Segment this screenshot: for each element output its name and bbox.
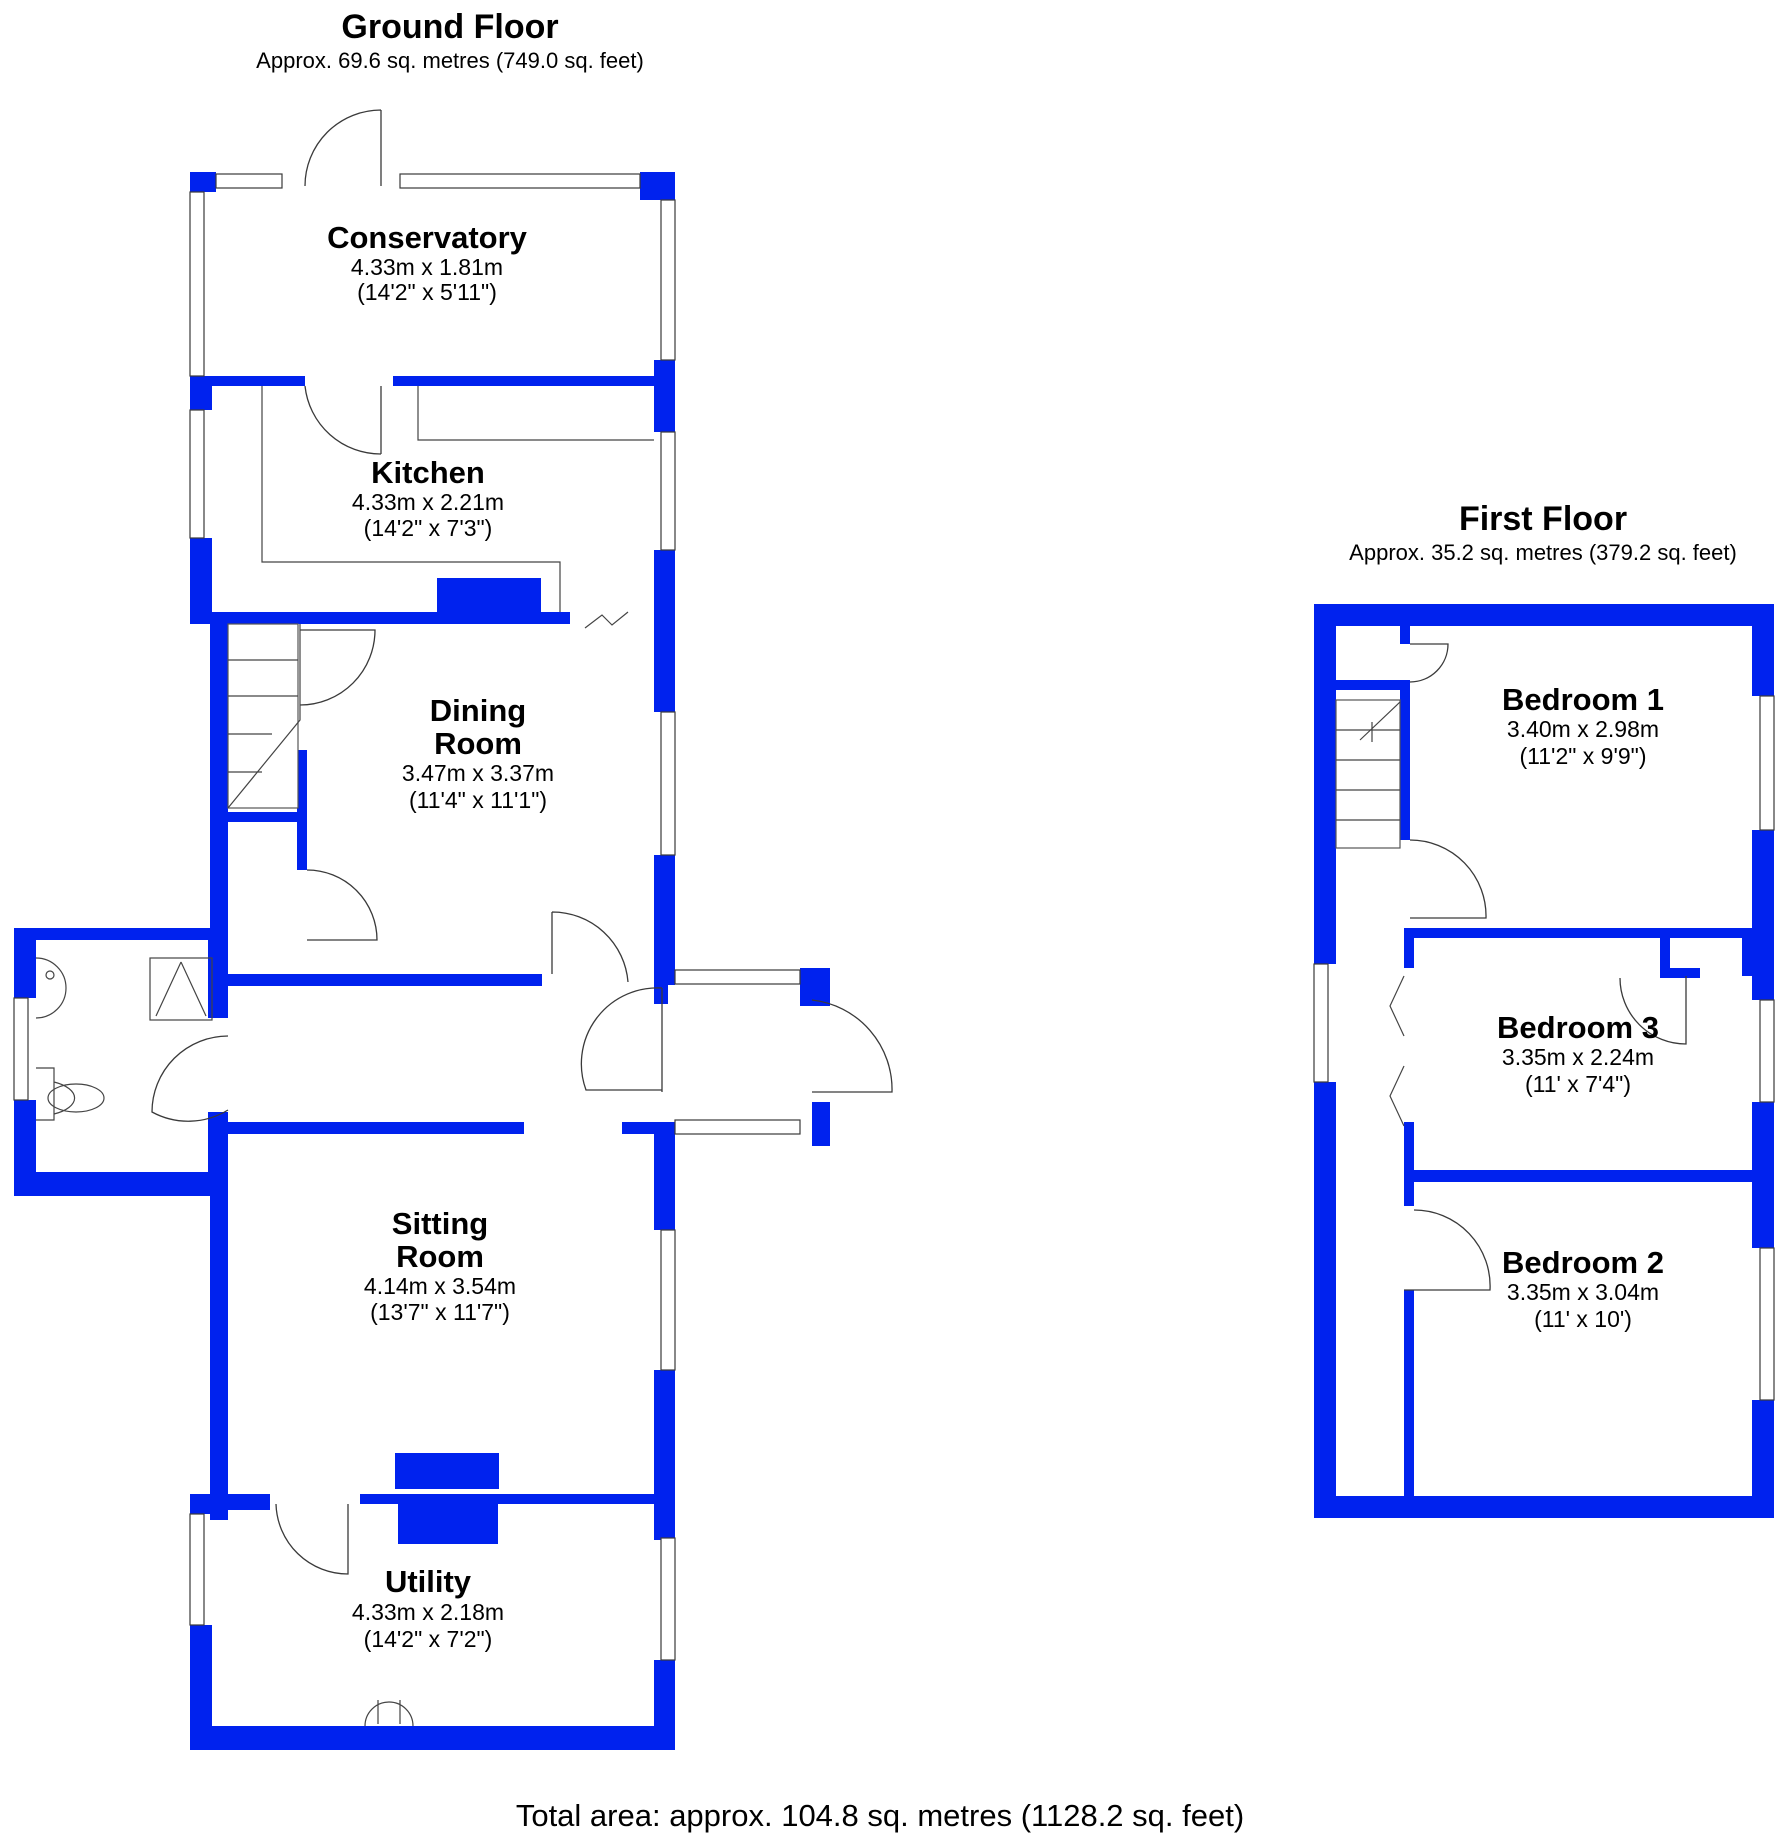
room-dim-utility-ft: (14'2" x 7'2") — [364, 1626, 493, 1652]
first-floor-area: Approx. 35.2 sq. metres (379.2 sq. feet) — [1349, 540, 1737, 565]
room-dim-dining-m: 3.47m x 3.37m — [402, 760, 554, 786]
room-dim-bedroom-2-ft: (11' x 10') — [1534, 1306, 1632, 1332]
room-dim-bedroom-3-m: 3.35m x 2.24m — [1502, 1044, 1654, 1070]
room-dim-bedroom-1-m: 3.40m x 2.98m — [1507, 716, 1659, 742]
first-floor-plan — [1313, 604, 1775, 1518]
ground-floor-area: Approx. 69.6 sq. metres (749.0 sq. feet) — [256, 48, 644, 73]
ground-floor-title: Ground Floor — [341, 8, 558, 46]
room-dim-bedroom-2-m: 3.35m x 3.04m — [1507, 1279, 1659, 1305]
room-name-dining-line2: Room — [434, 726, 522, 761]
room-dim-kitchen-ft: (14'2" x 7'3") — [364, 515, 493, 541]
room-name-bedroom-3: Bedroom 3 — [1497, 1010, 1659, 1045]
room-name-bedroom-1: Bedroom 1 — [1502, 682, 1664, 717]
room-dim-bedroom-1-ft: (11'2" x 9'9") — [1520, 743, 1647, 769]
room-dim-dining-ft: (11'4" x 11'1") — [409, 787, 547, 813]
room-name-dining-line1: Dining — [430, 693, 526, 728]
room-name-sitting-line2: Room — [396, 1239, 484, 1274]
ground-floor-plan — [13, 109, 893, 1750]
room-dim-sitting-m: 4.14m x 3.54m — [364, 1273, 516, 1299]
room-dim-sitting-ft: (13'7" x 11'7") — [370, 1299, 510, 1325]
room-dim-conservatory-m: 4.33m x 1.81m — [351, 254, 503, 280]
room-name-utility: Utility — [385, 1564, 472, 1599]
room-name-kitchen: Kitchen — [371, 455, 485, 490]
room-name-bedroom-2: Bedroom 2 — [1502, 1245, 1664, 1280]
first-floor-title: First Floor — [1459, 500, 1627, 538]
room-dim-bedroom-3-ft: (11' x 7'4") — [1525, 1071, 1631, 1097]
room-name-conservatory: Conservatory — [327, 220, 528, 255]
total-area: Total area: approx. 104.8 sq. metres (11… — [516, 1798, 1244, 1833]
room-dim-kitchen-m: 4.33m x 2.21m — [352, 489, 504, 515]
room-name-sitting-line1: Sitting — [392, 1206, 488, 1241]
room-dim-conservatory-ft: (14'2" x 5'11") — [357, 279, 497, 305]
room-dim-utility-m: 4.33m x 2.18m — [352, 1599, 504, 1625]
